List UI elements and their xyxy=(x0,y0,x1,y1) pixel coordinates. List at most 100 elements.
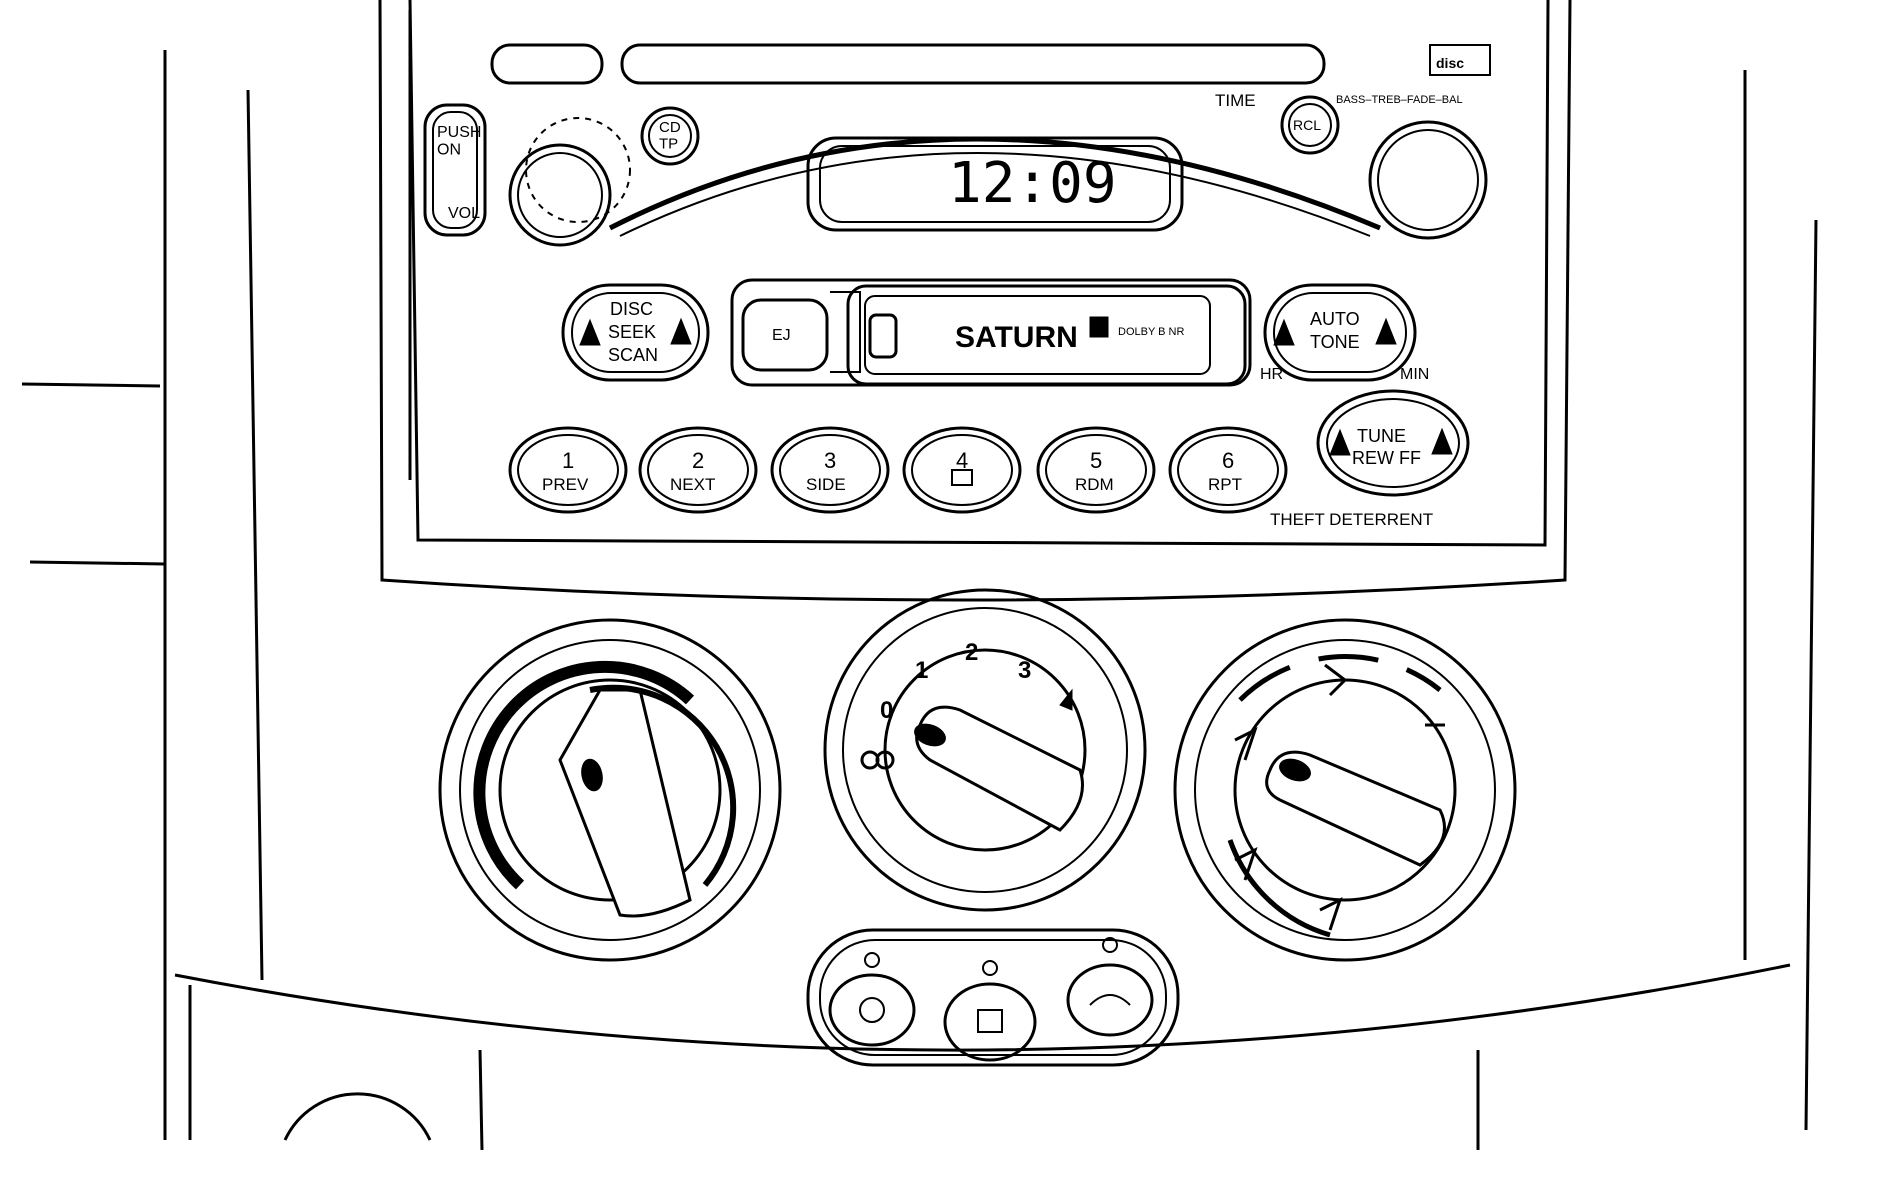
compact-disc-logo xyxy=(1429,44,1491,76)
temperature-knob-ring-inner xyxy=(459,639,761,941)
compact-disc-label: disc xyxy=(1436,55,1464,71)
temperature-knob-marker-icon xyxy=(581,758,603,792)
cassette-door xyxy=(846,284,1247,386)
preset-4-number: 4 xyxy=(956,448,968,473)
preset-5-inner xyxy=(1045,434,1147,506)
time-label: TIME xyxy=(1215,91,1256,110)
tone-balance-knob[interactable] xyxy=(1368,120,1488,240)
ac-button[interactable] xyxy=(828,973,916,1047)
preset-5-label: RDM xyxy=(1075,475,1114,494)
mode-scale-arc xyxy=(1238,654,1442,702)
preset-2-number: 2 xyxy=(692,448,704,473)
cd-slot xyxy=(620,43,1326,85)
temperature-knob[interactable] xyxy=(498,678,722,902)
preset-6-number: 6 xyxy=(1222,448,1234,473)
disc-seek-scan-inner xyxy=(571,292,700,373)
clock-display xyxy=(806,136,1184,232)
fan-speed-max-icon xyxy=(1059,688,1073,711)
fan-knob-marker-icon xyxy=(914,723,946,747)
fan-knob-handle xyxy=(915,705,1084,832)
disc-seek-scan-button[interactable] xyxy=(561,283,710,382)
eject-button[interactable] xyxy=(741,298,829,372)
radio-faceplate-inner xyxy=(408,0,1550,547)
rear-defrost-button[interactable] xyxy=(943,982,1037,1062)
left-trim-line-2 xyxy=(29,560,166,566)
tune-rew-ff-inner xyxy=(1326,398,1460,488)
preset-3-inner xyxy=(779,434,881,506)
fan-knob-ring xyxy=(823,588,1147,912)
vol-label: VOL xyxy=(448,205,480,222)
recirculation-indicator-light xyxy=(1102,937,1118,953)
power-volume-button[interactable] xyxy=(423,103,487,237)
mode-knob-ring xyxy=(1173,618,1517,962)
volume-knob-inner xyxy=(517,152,603,238)
preset-1-inner xyxy=(517,434,619,506)
preset-1-label: PREV xyxy=(542,475,589,494)
tune-rew-ff-button[interactable] xyxy=(1316,389,1470,497)
rcl-button-inner xyxy=(1288,103,1332,147)
preset-3-number: 3 xyxy=(824,448,836,473)
volume-knob[interactable] xyxy=(508,143,612,247)
tune-down-arrow-icon xyxy=(1329,428,1351,456)
preset-4-button[interactable] xyxy=(902,426,1022,514)
preset-2-label: NEXT xyxy=(670,475,715,494)
fan-speed-2-label: 2 xyxy=(965,639,978,666)
preset-6-button[interactable] xyxy=(1168,426,1288,514)
theft-deterrent-label: THEFT DETERRENT xyxy=(1270,510,1433,529)
scan-label: SCAN xyxy=(608,345,658,365)
audio-control-label: BASS–TREB–FADE–BAL xyxy=(1336,94,1463,106)
seek-label: SEEK xyxy=(608,322,656,342)
temperature-scale-cold xyxy=(473,660,695,890)
fan-knob[interactable] xyxy=(883,648,1087,852)
auto-tone-button[interactable] xyxy=(1263,283,1417,382)
preset-4-inner xyxy=(911,434,1013,506)
control-button-cluster-inner xyxy=(819,939,1167,1056)
lower-bezel-curve xyxy=(174,963,1791,1052)
fan-speed-0-label: 0 xyxy=(880,697,893,724)
floor-defrost-mode-icon xyxy=(1319,897,1343,931)
rcl-button[interactable] xyxy=(1280,95,1340,155)
fan-speed-1-label: 1 xyxy=(915,657,928,684)
display-arch-inner xyxy=(619,152,1371,237)
dolby-preset-icon xyxy=(951,469,973,486)
temperature-scale-hot xyxy=(589,684,737,887)
tune-up-arrow-icon xyxy=(1431,427,1453,455)
vent-mode-icon xyxy=(1324,663,1348,697)
recirculation-button[interactable] xyxy=(1066,963,1154,1037)
rcl-label: RCL xyxy=(1293,117,1321,133)
preset-2-button[interactable] xyxy=(638,426,758,514)
radio-faceplate-outline xyxy=(378,0,1572,602)
bezel-right-line xyxy=(1804,219,1818,1131)
rear-defrost-icon xyxy=(977,1009,1003,1033)
preset-3-button[interactable] xyxy=(770,426,890,514)
cd-tp-button[interactable] xyxy=(640,106,700,166)
power-volume-button-inner xyxy=(432,111,478,229)
recirculation-icon xyxy=(1089,994,1131,1006)
preset-3-label: SIDE xyxy=(806,475,846,494)
control-button-cluster xyxy=(806,928,1180,1067)
preset-2-inner xyxy=(647,434,749,506)
preset-1-button[interactable] xyxy=(508,426,628,514)
cassette-door-edge xyxy=(830,291,861,373)
bezel-left-inner-line xyxy=(246,89,264,981)
fan-knob-ring-inner xyxy=(842,607,1128,893)
cassette-window xyxy=(864,295,1211,375)
dolby-mark-icon xyxy=(1089,316,1109,338)
tape-direction-indicator xyxy=(868,313,898,359)
ac-icon xyxy=(859,997,885,1023)
ac-indicator-light xyxy=(864,952,880,968)
mode-scale-arc-lower xyxy=(1227,839,1331,938)
lower-round-opening xyxy=(283,1092,432,1141)
cd-slot-button[interactable] xyxy=(490,43,604,85)
mode-knob-ring-inner xyxy=(1194,639,1496,941)
lower-divider-left xyxy=(478,1049,484,1151)
preset-5-button[interactable] xyxy=(1036,426,1156,514)
bilevel-mode-icon xyxy=(1234,727,1258,761)
minute-label: MIN xyxy=(1400,366,1429,383)
cd-tp-button-inner xyxy=(648,114,692,158)
preset-5-number: 5 xyxy=(1090,448,1102,473)
seek-up-arrow-icon xyxy=(670,317,692,345)
